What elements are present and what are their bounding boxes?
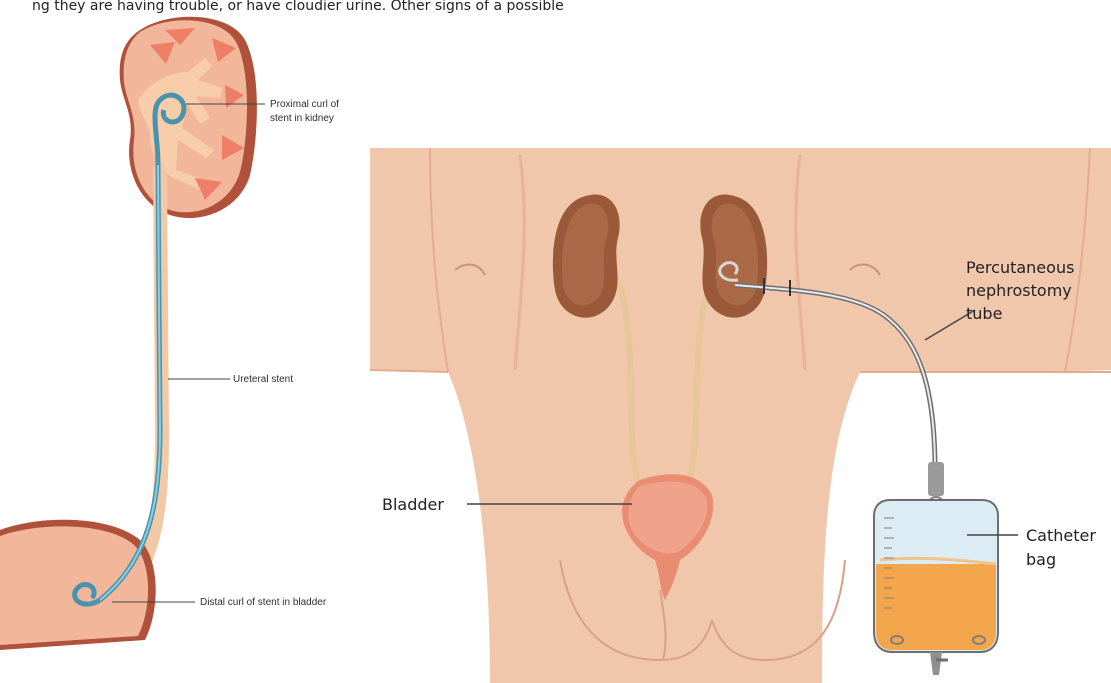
label-bladder: Bladder [382, 495, 444, 514]
top-cropped-text: ng they are having trouble, or have clou… [32, 0, 564, 14]
label-ureteral-stent: Ureteral stent [233, 374, 293, 385]
label-nephrostomy-line1: Percutaneous [966, 258, 1074, 277]
left-kidney [120, 17, 257, 218]
label-nephrostomy-line3: tube [966, 304, 1002, 323]
label-nephrostomy-line2: nephrostomy [966, 281, 1072, 300]
left-stent-diagram: Proximal curl of stent in kidney Uretera… [0, 17, 339, 650]
right-nephrostomy-diagram: Percutaneous nephrostomy tube Bladder Ca… [370, 148, 1111, 683]
label-catheter-line2: bag [1026, 550, 1056, 569]
label-distal-curl: Distal curl of stent in bladder [200, 597, 327, 608]
catheter-bag [874, 500, 998, 675]
label-proximal-curl-line1: Proximal curl of [270, 99, 339, 110]
label-catheter-line1: Catheter [1026, 526, 1096, 545]
label-proximal-curl-line2: stent in kidney [270, 113, 334, 124]
